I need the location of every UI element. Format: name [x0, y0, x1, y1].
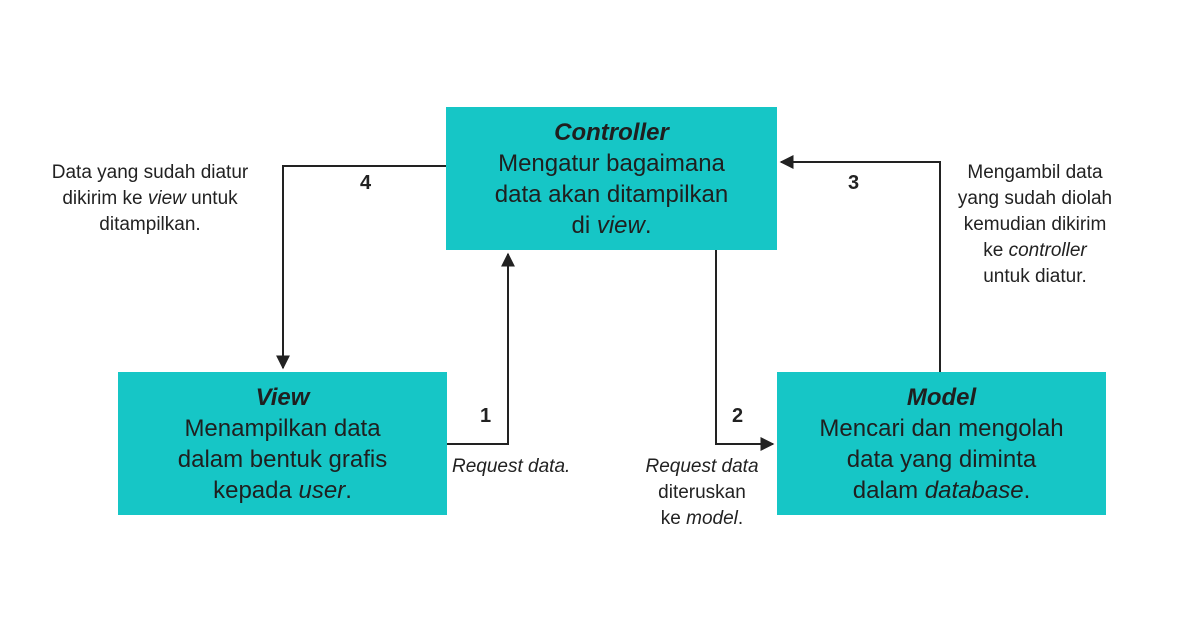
arrow-step-1 [447, 252, 515, 445]
step-number-2: 2 [732, 405, 744, 427]
step-3-note-line-4-emphasis: controller [1008, 240, 1087, 261]
step-1-note: Request data. [452, 454, 612, 480]
view-title: View [255, 383, 310, 411]
view-box: View Menampilkan data dalam bentuk grafi… [118, 372, 447, 515]
step-4-note: Data yang sudah diatur dikirim ke view u… [10, 160, 290, 238]
controller-desc-line-3-suffix: . [644, 211, 652, 239]
view-desc-line-3-emphasis: user [298, 476, 346, 504]
step-4-note-line-1: Data yang sudah diatur [51, 162, 249, 183]
model-desc-line-3-suffix: . [1023, 476, 1031, 504]
step-number-3: 3 [848, 172, 860, 194]
step-number-4: 4 [360, 172, 372, 194]
model-desc-line-2: data yang diminta [846, 445, 1037, 473]
step-3-note-line-3: kemudian dikirim [963, 214, 1107, 235]
step-4-note-line-3: ditampilkan. [99, 214, 201, 235]
step-2-note-line-3-prefix: ke [660, 508, 687, 529]
view-desc-line-1: Menampilkan data [184, 414, 381, 442]
controller-title: Controller [554, 118, 669, 146]
view-desc-line-3-suffix: . [345, 476, 352, 504]
step-3-note-line-4: ke controller [930, 238, 1140, 264]
controller-desc-line-3: di view. [571, 210, 651, 241]
view-desc-line-3-prefix: kepada [213, 476, 299, 504]
step-3-note-line-1: Mengambil data [967, 162, 1103, 183]
step-4-note-line-2-prefix: dikirim ke [62, 188, 148, 209]
controller-desc-line-3-prefix: di [571, 211, 597, 239]
step-1-note-text: Request data. [452, 456, 571, 477]
view-desc-line-3: kepada user. [213, 475, 352, 506]
arrow-step-4 [276, 165, 446, 370]
model-title: Model [906, 383, 977, 411]
controller-desc-line-1: Mengatur bagaimana [498, 149, 725, 177]
step-2-note-line-3: ke model. [622, 506, 782, 532]
view-desc-line-2: dalam bentuk grafis [177, 445, 388, 473]
step-3-note-line-4-prefix: ke [983, 240, 1009, 261]
step-3-note-line-5: untuk diatur. [983, 266, 1087, 287]
step-4-note-line-2-emphasis: view [147, 188, 186, 209]
step-2-note-line-3-suffix: . [737, 508, 744, 529]
step-4-note-line-2-suffix: untuk [185, 188, 238, 209]
controller-desc-line-3-emphasis: view [596, 211, 645, 239]
controller-desc-line-2: data akan ditampilkan [494, 180, 729, 208]
model-desc-line-3-prefix: dalam [852, 476, 925, 504]
step-3-note-line-2: yang sudah diolah [957, 188, 1113, 209]
model-desc-line-1: Mencari dan mengolah [819, 414, 1064, 442]
step-number-1: 1 [480, 405, 492, 427]
step-2-note-line-3-emphasis: model [686, 508, 738, 529]
model-box: Model Mencari dan mengolah data yang dim… [777, 372, 1106, 515]
step-2-note-line-1: Request data [645, 456, 759, 477]
step-2-note-line-2: diteruskan [658, 482, 746, 503]
arrow-step-2 [715, 250, 775, 451]
controller-box: Controller Mengatur bagaimana data akan … [446, 107, 777, 250]
model-desc-line-3-emphasis: database [924, 476, 1024, 504]
step-4-note-line-2: dikirim ke view untuk [10, 186, 290, 212]
step-2-note: Request data diteruskan ke model. [622, 454, 782, 532]
model-desc-line-3: dalam database. [853, 475, 1030, 506]
step-3-note: Mengambil data yang sudah diolah kemudia… [930, 160, 1140, 290]
arrow-step-3 [779, 155, 941, 372]
